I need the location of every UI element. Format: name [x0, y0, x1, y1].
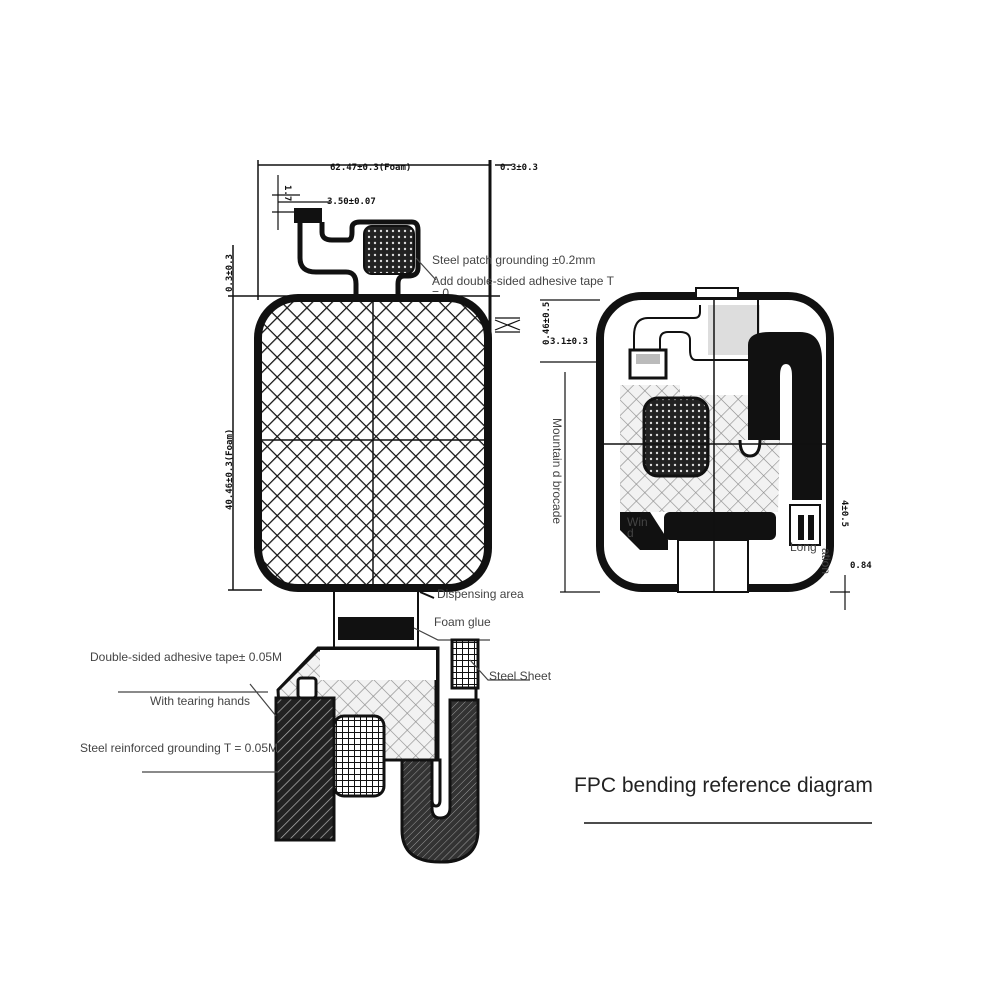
foam-glue-band	[338, 617, 414, 640]
dim-top: 0.46±0.5	[542, 302, 552, 345]
left-view: 62.47±0.3(Foam) 0.3±0.3 1.7 3.50±0.07 0.…	[80, 160, 615, 864]
top-flex-tail	[294, 208, 421, 298]
label-dispensing: Dispensing area	[437, 587, 524, 601]
label-win: Win	[627, 515, 648, 529]
label-steel-sheet: Steel Sheet	[489, 669, 552, 683]
bent-flex-body	[274, 638, 480, 864]
label-ation: ation	[819, 548, 833, 574]
dim-right: 4±0.5	[839, 500, 849, 527]
dim-height: 40.46±0.3(Foam)	[225, 429, 235, 510]
label-add-tape: Add double-sided adhesive tape T	[432, 274, 615, 288]
bent-tail-black	[748, 332, 822, 500]
steel-patch	[363, 225, 415, 275]
dim-bottom: 0.84	[850, 561, 872, 571]
connector-block	[294, 208, 322, 223]
right-view: 0.46±0.5 3.1±0.3 Mountain d brocade Win …	[540, 287, 872, 610]
label-steel-patch: Steel patch grounding ±0.2mm	[432, 253, 595, 267]
diagram-title: FPC bending reference diagram	[574, 774, 873, 797]
bottom-connector	[664, 512, 776, 540]
steel-patch-back	[642, 396, 710, 478]
label-mountain: Mountain d brocade	[550, 418, 564, 524]
label-tearing: With tearing hands	[150, 694, 250, 708]
label-steel-reinforced: Steel reinforced grounding T = 0.05M	[80, 741, 278, 755]
steel-reinforcement	[274, 696, 336, 842]
dim-offset: 3.1±0.3	[550, 337, 588, 347]
dim-gap-right: 0.3±0.3	[500, 163, 538, 173]
dim-connector: 3.50±0.07	[327, 197, 376, 207]
dim-small-vertical: 1.7	[282, 185, 292, 201]
label-double-tape: Double-sided adhesive tape± 0.05M	[90, 650, 282, 664]
label-win-2: d	[627, 526, 634, 540]
dim-width: 62.47±0.3(Foam)	[330, 163, 411, 173]
label-foam-glue: Foam glue	[434, 615, 491, 629]
label-long: Long	[790, 540, 817, 554]
dim-gap-top: 0.3±0.3	[225, 254, 235, 292]
